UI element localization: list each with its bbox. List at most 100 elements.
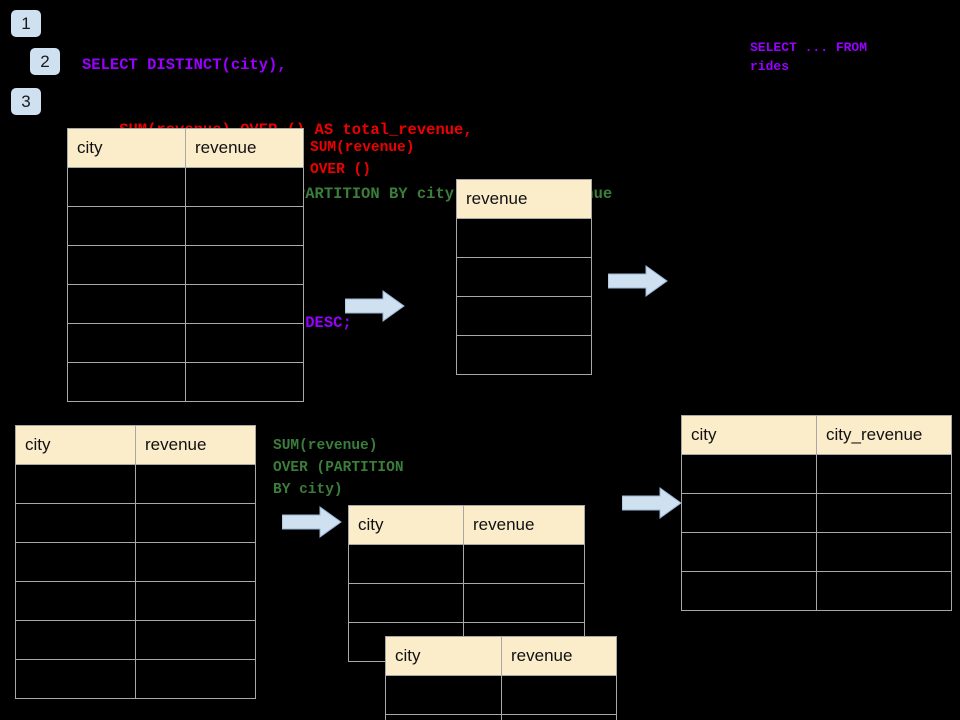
sql-line-select: SELECT DISTINCT(city), [82,56,287,74]
table-row [67,206,304,246]
cell-city [681,571,817,611]
table-header-row: city revenue [348,505,585,545]
table-row [385,675,617,715]
cell-city [15,503,136,543]
cell-revenue [185,206,304,246]
select-from-rides-note: SELECT ... FROM rides [750,40,868,74]
column-header-city: city [681,415,817,455]
total-revenue-table: revenue [456,179,592,375]
column-header-city: city [348,505,464,545]
table-row [385,714,617,720]
cell-city-revenue [816,493,952,533]
cell-revenue [456,335,592,375]
cell-city [67,323,186,363]
cell-city [681,493,817,533]
table-row [348,544,585,584]
column-header-revenue: revenue [456,179,592,219]
cell-revenue [501,675,617,715]
column-header-revenue: revenue [135,425,256,465]
cell-city [15,581,136,621]
table-row [456,257,592,297]
table-row [67,245,304,285]
cell-city [15,542,136,582]
cell-revenue [135,503,256,543]
table-row [15,659,256,699]
table-row [67,167,304,207]
table-row [15,620,256,660]
cell-city-revenue [816,571,952,611]
step-badge-1: 1 [11,10,41,37]
step-badge-2: 2 [30,48,60,75]
table-row [15,503,256,543]
arrow-partition-to-result [622,487,682,519]
cell-city [681,532,817,572]
table-row [67,284,304,324]
annotation-partition-window: SUM(revenue) OVER (PARTITION BY city) [273,438,404,498]
table-row [15,464,256,504]
cell-city [15,464,136,504]
cell-city [681,454,817,494]
column-header-revenue: revenue [501,636,617,676]
table-row [681,454,952,494]
cell-revenue [135,464,256,504]
cell-city [15,659,136,699]
cell-revenue [185,323,304,363]
arrow-source-to-total [345,290,405,322]
cell-revenue [456,296,592,336]
cell-revenue [185,167,304,207]
column-header-revenue: revenue [463,505,585,545]
table-row [348,583,585,623]
table-row [67,323,304,363]
table-row [15,542,256,582]
cell-revenue [456,257,592,297]
cell-city [385,675,502,715]
table-header-row: revenue [456,179,592,219]
cell-revenue [185,284,304,324]
partition-group-table-front: city revenue [385,636,617,720]
cell-revenue [501,714,617,720]
table-row [15,581,256,621]
cell-revenue [135,581,256,621]
rides-source-table-bottom: city revenue [15,425,256,699]
cell-city-revenue [816,532,952,572]
table-header-row: city revenue [15,425,256,465]
cell-revenue [135,620,256,660]
table-row [456,218,592,258]
arrow-total-to-result [608,265,668,297]
arrow-source-to-partition [282,506,342,538]
cell-city [67,245,186,285]
cell-revenue [463,583,585,623]
cell-city [67,284,186,324]
cell-city-revenue [816,454,952,494]
cell-city [67,167,186,207]
cell-city [67,362,186,402]
column-header-city-revenue: city_revenue [816,415,952,455]
rides-source-table-top: city revenue [67,128,304,402]
column-header-revenue: revenue [185,128,304,168]
cell-city [15,620,136,660]
cell-city [348,544,464,584]
step-badge-3: 3 [11,88,41,115]
annotation-total-window: SUM(revenue) OVER () [310,140,415,178]
table-header-row: city revenue [385,636,617,676]
partition-group-table-back: city revenue [348,505,585,662]
cell-revenue [456,218,592,258]
cell-revenue [135,542,256,582]
table-row [456,335,592,375]
table-row [456,296,592,336]
result-table: city city_revenue [681,415,952,611]
table-header-row: city city_revenue [681,415,952,455]
column-header-city: city [67,128,186,168]
column-header-city: city [385,636,502,676]
cell-city [67,206,186,246]
table-row [681,493,952,533]
cell-revenue [185,362,304,402]
table-row [67,362,304,402]
cell-revenue [185,245,304,285]
column-header-city: city [15,425,136,465]
cell-city [348,583,464,623]
cell-city [385,714,502,720]
cell-revenue [135,659,256,699]
table-row [681,532,952,572]
